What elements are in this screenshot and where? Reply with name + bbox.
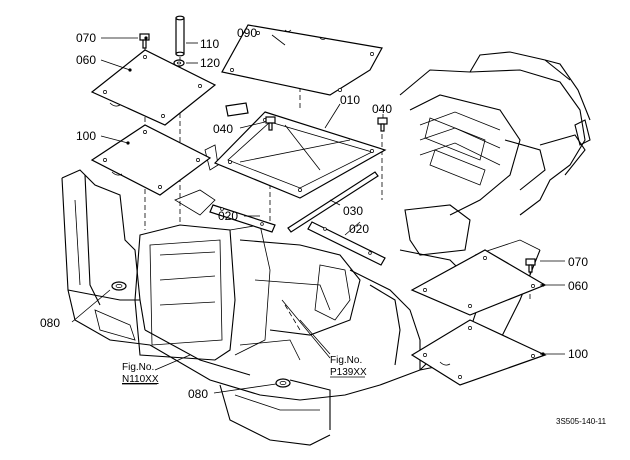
bolt-070-top: [139, 33, 150, 49]
washer-120: [173, 59, 185, 67]
bolt-040-left: [265, 116, 276, 131]
grommet-080-bottom: [275, 378, 291, 388]
grommet-080-left: [111, 281, 127, 291]
callout-080-left: 080: [40, 316, 60, 330]
callout-080-bottom: 080: [188, 387, 208, 401]
fig-ref-left-label: Fig.No.: [122, 362, 154, 373]
callout-020-left: 020: [218, 209, 238, 223]
plate-060-right: [410, 249, 547, 316]
callout-040-left: 040: [213, 122, 233, 136]
callout-020-right: 020: [349, 222, 369, 236]
plate-010: [213, 111, 387, 199]
leader-lines: [71, 34, 565, 394]
callout-090: 090: [237, 26, 257, 40]
bracket-020-left: [209, 204, 276, 233]
callout-100-right: 100: [568, 347, 588, 361]
plate-100-right: [410, 319, 547, 386]
fig-ref-center-label: Fig.No.: [330, 355, 362, 366]
fig-ref-center-number: P139XX: [330, 367, 367, 378]
strip-030: [287, 171, 379, 233]
drawing-code: 3S505-140-11: [556, 417, 607, 426]
callout-060-top: 060: [76, 53, 96, 67]
callout-120: 120: [200, 56, 220, 70]
small-plate-040: [225, 102, 249, 117]
callout-060-right: 060: [568, 279, 588, 293]
plate-100-left: [90, 124, 212, 196]
plate-090: [221, 24, 383, 96]
bolt-070-right: [525, 258, 536, 273]
callout-110: 110: [200, 37, 219, 51]
bracket-020-right: [307, 221, 386, 266]
plate-060-left: [90, 49, 217, 126]
cab-frame: [61, 25, 591, 446]
callout-030: 030: [343, 204, 363, 218]
callout-010: 010: [340, 93, 360, 107]
callout-100-left: 100: [76, 129, 96, 143]
callout-070-right: 070: [568, 255, 588, 269]
callout-070-top: 070: [76, 31, 96, 45]
fig-ref-left-number: N110XX: [122, 374, 159, 385]
bolt-040-right: [377, 117, 388, 132]
pin-110: [175, 15, 185, 57]
callout-040-right: 040: [372, 102, 392, 116]
